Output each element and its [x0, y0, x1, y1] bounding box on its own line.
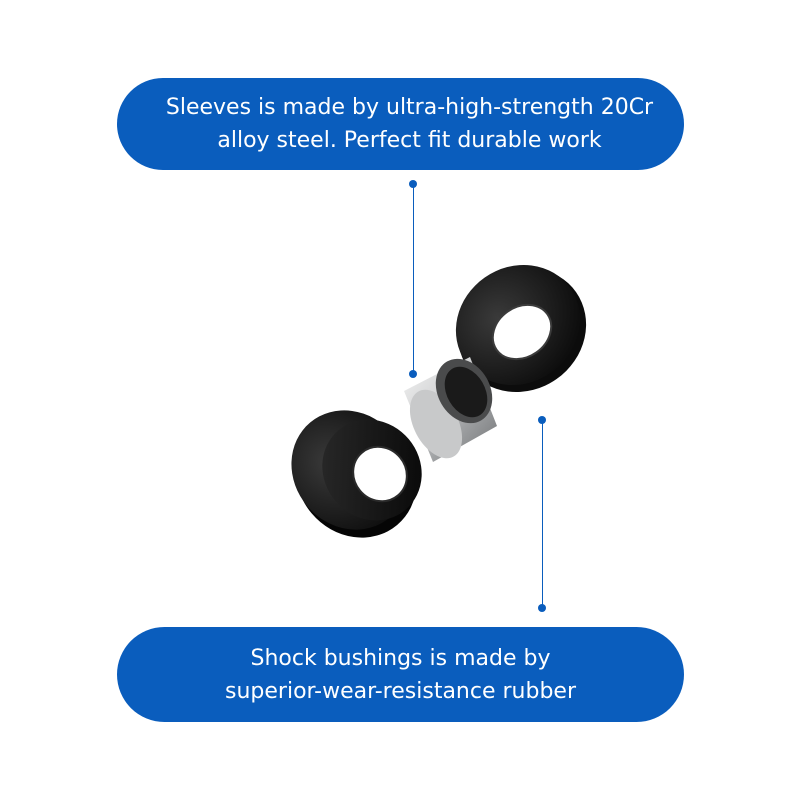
rubber-washer-top — [455, 264, 587, 393]
bushing-callout: Shock bushings is made by superior-wear-… — [117, 627, 684, 722]
bushing-callout-line-1: Shock bushings is made by — [250, 645, 551, 671]
rubber-flanged-bushing — [291, 410, 422, 538]
steel-sleeve — [404, 357, 497, 462]
bushing-callout-line-2: superior-wear-resistance rubber — [225, 678, 576, 704]
bushing-connector-line — [541, 420, 543, 608]
bushing-connector-dot-bottom — [538, 604, 546, 612]
sleeve-callout: Sleeves is made by ultra-high-strength 2… — [117, 78, 684, 170]
sleeve-connector-line — [412, 184, 414, 374]
sleeve-connector-dot-bottom — [409, 370, 417, 378]
bushing-callout-text: Shock bushings is made by superior-wear-… — [225, 642, 576, 708]
sleeve-callout-line-1: Sleeves is made by ultra-high-strength 2… — [165, 95, 654, 120]
sleeve-callout-text: Sleeves is made by ultra-high-strength 2… — [148, 91, 653, 157]
sleeve-callout-line-2: alloy steel. Perfect fit durable work — [217, 128, 602, 153]
